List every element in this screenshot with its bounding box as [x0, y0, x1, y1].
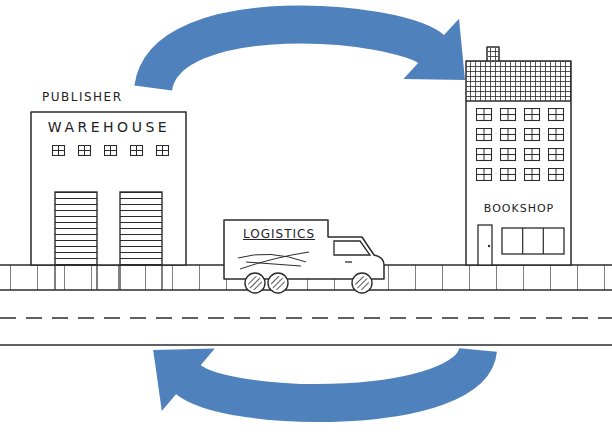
warehouse-building: PUBLISHER WAREHOUSE [30, 88, 188, 350]
garage-doors [55, 265, 162, 290]
company-label: PUBLISHER [42, 90, 182, 104]
flow-arrow [153, 348, 478, 411]
building-outline [465, 45, 573, 350]
sidewalk [0, 289, 612, 290]
building-label: WAREHOUSE [30, 119, 188, 136]
road-markings [0, 344, 612, 345]
arrow-shaft [187, 350, 478, 403]
bookshop-building: BOOKSHOP [465, 45, 573, 350]
building-outline [224, 220, 384, 279]
arrow-head [403, 19, 465, 80]
shop-label: BOOKSHOP [465, 202, 573, 215]
arrow-head [153, 348, 215, 411]
arrow-shaft [153, 25, 433, 88]
building-outline [466, 47, 571, 265]
truck-label: LOGISTICS [230, 227, 328, 241]
logistics-truck: LOGISTICS [222, 215, 387, 295]
road-markings [0, 318, 612, 345]
flow-arrow [153, 19, 465, 88]
road-markings [0, 317, 612, 318]
